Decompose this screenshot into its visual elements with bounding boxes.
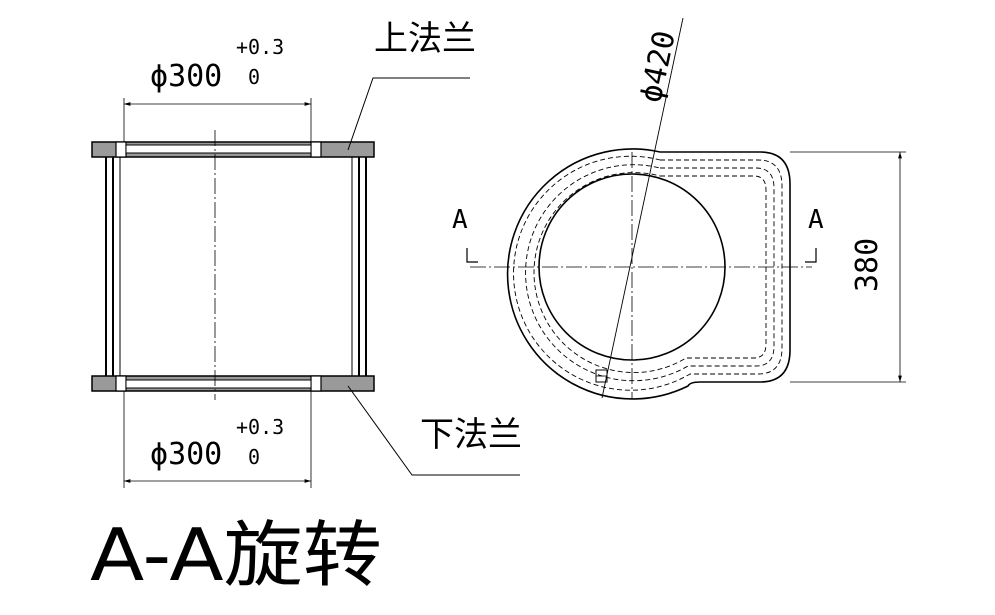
lower-flange-shape (91, 375, 375, 392)
section-mark-right: A (808, 205, 824, 235)
top-diameter-value: ϕ300 (150, 59, 222, 94)
outer-diameter-leader (601, 17, 684, 399)
cylinder-walls (105, 157, 367, 376)
top-diameter-upper-tol: +0.3 (236, 35, 284, 59)
hidden-line-1 (513, 155, 783, 391)
hidden-line-3 (533, 172, 767, 373)
top-diameter-lower-tol: 0 (248, 65, 260, 89)
height-label: 380 (850, 238, 885, 292)
upper-flange-shape (91, 141, 375, 158)
section-title: A-A旋转 (90, 513, 382, 597)
section-mark-right-line (805, 248, 817, 263)
upper-flange-label: 上法兰 (374, 19, 476, 59)
lower-flange-leader (347, 385, 520, 476)
outer-diameter-label: ϕ420 (634, 28, 683, 106)
bottom-diameter-lower-tol: 0 (248, 445, 260, 469)
upper-flange-leader (347, 77, 470, 151)
bottom-diameter-upper-tol: +0.3 (236, 415, 284, 439)
bottom-diameter-value: ϕ300 (150, 437, 222, 472)
outer-contour (506, 148, 791, 400)
top-diameter-dimension: ϕ300 +0.3 0 (150, 35, 284, 94)
section-mark-left-line (466, 248, 478, 263)
plan-view (466, 17, 906, 400)
lower-flange-label: 下法兰 (420, 415, 522, 455)
section-mark-left: A (452, 205, 468, 235)
hidden-line-2 (525, 164, 775, 382)
bottom-diameter-dimension: ϕ300 +0.3 0 (150, 415, 284, 472)
section-view (91, 77, 520, 488)
